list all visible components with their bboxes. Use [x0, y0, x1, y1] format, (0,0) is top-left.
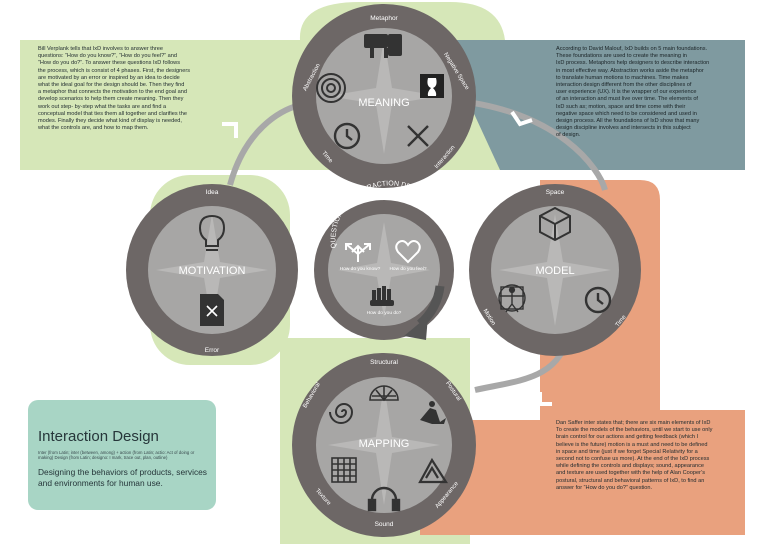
interaction-design-subtitle: Designing the behaviors of products, ser…: [38, 467, 207, 488]
metaphor-icon: [364, 34, 402, 58]
saffer-line: postural, structural and behavioral patt…: [556, 477, 705, 484]
verplank-line: develop scenarios to help them create me…: [38, 96, 184, 103]
saffer-line: To create the models of the behaviors, u…: [556, 427, 713, 434]
flow-arrow-meaning-model: [449, 97, 608, 191]
teal-panel-right: [440, 40, 745, 170]
hands-icon: [370, 286, 394, 306]
motivation-label: MOTIVATION: [179, 265, 246, 277]
q-know-text: How do you know?: [340, 266, 381, 272]
interaction-design-title: Interaction Design: [38, 428, 159, 445]
lightbulb-icon: [198, 214, 226, 251]
motivation-error-label: Error: [205, 347, 220, 354]
verplank-line: are motivated by an error or inspired by…: [38, 74, 180, 81]
verplank-line: work out step- by-step what the tasks ar…: [38, 103, 167, 110]
error-document-icon: [200, 294, 224, 326]
malouf-line: interaction design different from the ot…: [556, 82, 692, 89]
direction-arrows-icon: [345, 243, 371, 262]
verplank-line: a metaphor that connects the motivation …: [38, 89, 187, 96]
target-icon: [316, 73, 346, 103]
saffer-line: answer for “How do you do?” question.: [556, 484, 653, 491]
verplank-line: Bill Verplank tells that IxD involves to…: [38, 46, 163, 52]
saffer-text-block: Dan Saffer inter states that; there are …: [556, 420, 742, 492]
meaning-label: MEANING: [358, 97, 409, 109]
verplank-line: questions: “How do you know?”, “How do y…: [38, 53, 177, 60]
yoga-pose-icon: [420, 401, 446, 424]
saffer-line: brain control for our actions and gettin…: [556, 434, 699, 441]
malouf-line: of an interaction and must live over tim…: [556, 96, 698, 103]
model-clock-icon: [584, 286, 612, 314]
vitruvian-icon: [498, 284, 526, 313]
texture-grid-icon: [331, 457, 357, 483]
interaction-design-etymology: Inter (from Latin; inter (between, among…: [38, 450, 195, 461]
verplank-line: modes. Finally they decide what kind of …: [38, 118, 182, 125]
malouf-line: IxD such as; motion, space and time come…: [556, 103, 686, 110]
interaction-design-box-bg: [28, 400, 216, 510]
x-icon: [407, 125, 429, 147]
motivation-idea-label: Idea: [206, 189, 219, 196]
headphones-icon: [367, 486, 401, 512]
heart-icon: [395, 240, 421, 264]
verplank-line: what the controls are, and how to map th…: [38, 125, 149, 132]
verplank-line: conceptual model that ties them all toge…: [38, 110, 187, 117]
malouf-line: These foundations are used to create the…: [556, 53, 687, 60]
saffer-line: while defining the controls and displays…: [556, 463, 705, 470]
mapping-structural-label: Structural: [370, 359, 398, 366]
vase-faces-icon: [420, 74, 444, 98]
center-cycle-arrowhead: [404, 316, 428, 340]
malouf-line: design process. All the foundations of I…: [556, 118, 700, 125]
saffer-line: believe is the future) motion is a must …: [556, 441, 708, 448]
interaction-design-box: Interaction Design Inter (from Latin; in…: [28, 400, 216, 510]
malouf-line: in most effective way. Abstraction works…: [556, 67, 704, 74]
mapping-sound-label: Sound: [375, 521, 394, 528]
malouf-line: IxD process. Metaphors help designers to…: [556, 60, 710, 67]
cube-icon: [539, 206, 571, 242]
model-label: MODEL: [535, 265, 574, 277]
motivation-circle: [126, 184, 298, 356]
malouf-line: of design.: [556, 132, 581, 139]
saffer-line: and texture are used together with the h…: [556, 470, 706, 477]
malouf-line: design discipline involves and intersect…: [556, 125, 691, 132]
verplank-line: what the ideal goal for the design shoul…: [38, 82, 185, 89]
meaning-top-label: Metaphor: [370, 15, 398, 22]
malouf-line: user experience (UX). It is the wrapper …: [556, 89, 697, 96]
verplank-line: the process, which is consist of 4 phase…: [38, 67, 191, 74]
spiral-icon: [329, 403, 354, 424]
malouf-line: According to David Malouf, IxD builds on…: [556, 46, 708, 52]
saffer-line: in space and time (just if we forget Spe…: [556, 448, 698, 455]
q-feel-text: How do you feel?: [389, 266, 426, 272]
malouf-line: negative space which need to be consider…: [556, 110, 697, 117]
mapping-label: MAPPING: [359, 438, 410, 450]
salmon-panel-right: [420, 180, 745, 535]
malouf-text-block: According to David Malouf, IxD builds on…: [556, 46, 736, 140]
center-circle: [314, 200, 454, 340]
corner-marker-right: [510, 110, 533, 127]
model-space-label: Space: [546, 189, 565, 196]
verplank-line: “How do you do?”. To answer these questi…: [38, 60, 180, 67]
saffer-line: second not to confuse us more). At the e…: [556, 456, 710, 463]
clock-icon: [333, 122, 361, 150]
verplank-text-block: Bill Verplank tells that IxD involves to…: [38, 46, 228, 132]
q-do-text: How do you do?: [367, 310, 402, 316]
saffer-line: Dan Saffer inter states that; there are …: [556, 420, 711, 426]
corner-marker-left: [222, 122, 238, 138]
corner-marker-bottom: [538, 392, 552, 406]
meaning-circle: [292, 4, 476, 188]
geodesic-dome-icon: [369, 385, 399, 402]
penrose-triangle-icon: [418, 457, 449, 484]
malouf-line: to translate human motions to machines. …: [556, 74, 689, 81]
